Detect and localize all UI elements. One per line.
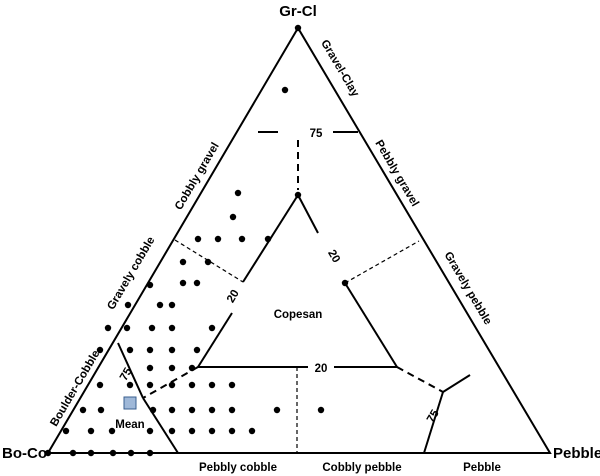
sample-point: [248, 427, 256, 435]
tick-label-right-20: 20: [325, 248, 342, 265]
sample-point: [124, 301, 132, 309]
sample-point: [264, 235, 272, 243]
sample-point: [97, 406, 105, 414]
tick-label-left-75: 75: [118, 365, 135, 383]
region-label-gravely-cobble: Gravely cobble: [105, 235, 157, 312]
sample-point: [96, 381, 104, 389]
region-label-cobbly-pebble: Cobbly pebble: [322, 462, 401, 474]
sample-point: [168, 346, 176, 354]
inner-line-lower-left: [197, 312, 233, 368]
sample-point: [208, 381, 216, 389]
sample-point: [123, 324, 131, 332]
sample-point: [148, 324, 156, 332]
sample-point: [69, 449, 77, 457]
sample-point: [234, 189, 242, 197]
sample-point: [273, 406, 281, 414]
sample-point: [208, 427, 216, 435]
line-75-left-tick: [117, 342, 144, 399]
sample-point: [146, 364, 154, 372]
sample-point: [193, 346, 201, 354]
sample-point: [179, 258, 187, 266]
line-75-right-tick-lower: [423, 391, 444, 454]
sample-point: [168, 324, 176, 332]
region-label-copesan: Copesan: [274, 309, 323, 321]
sample-point: [146, 281, 154, 289]
sample-point: [228, 427, 236, 435]
sample-point: [149, 406, 157, 414]
sample-point: [79, 406, 87, 414]
sample-point: [228, 406, 236, 414]
tick-label-top-75: 75: [310, 128, 323, 140]
tick-label-right-75: 75: [425, 407, 442, 425]
region-label-pebbly-cobble: Pebbly cobble: [199, 462, 277, 474]
sample-point: [126, 346, 134, 354]
sample-point: [317, 406, 325, 414]
sample-point: [156, 301, 164, 309]
line-lower-left-divider: [142, 397, 179, 454]
sample-point: [87, 427, 95, 435]
sample-point: [188, 427, 196, 435]
sample-point: [188, 406, 196, 414]
sample-point: [208, 324, 216, 332]
sample-point: [204, 258, 212, 266]
sample-point: [168, 364, 176, 372]
sample-point: [96, 346, 104, 354]
region-label-boulder-cobble: Boulder-Cobble: [48, 348, 102, 428]
sample-point: [127, 449, 135, 457]
dashed-line-right-upper: [344, 240, 420, 284]
sample-point: [168, 427, 176, 435]
sample-point: [281, 86, 289, 94]
sample-point: [168, 406, 176, 414]
line-75-right-tick-upper: [442, 374, 471, 393]
sample-point: [87, 449, 95, 457]
sample-point: [214, 235, 222, 243]
sample-point: [168, 381, 176, 389]
sample-point: [229, 213, 237, 221]
dashed-line-left-upper: [174, 239, 244, 283]
sample-points: [44, 24, 349, 457]
sample-point: [238, 235, 246, 243]
sample-point: [44, 449, 52, 457]
sample-point: [188, 381, 196, 389]
tick-label-left-20: 20: [225, 288, 242, 305]
sample-point: [108, 427, 116, 435]
sample-point: [62, 427, 70, 435]
sample-point: [188, 364, 196, 372]
sample-point: [109, 449, 117, 457]
sample-point: [104, 324, 112, 332]
sample-point: [146, 449, 154, 457]
sample-point: [126, 381, 134, 389]
corner-label-top: Gr-Cl: [279, 3, 317, 20]
sample-point: [179, 279, 187, 287]
sample-point: [208, 406, 216, 414]
sample-point: [146, 381, 154, 389]
sample-point: [146, 427, 154, 435]
region-label-pebble: Pebble: [463, 462, 501, 474]
dashed-line-right-lower: [396, 366, 444, 393]
sample-point: [168, 301, 176, 309]
sample-point: [146, 346, 154, 354]
region-label-pebbly-gravel: Pebbly gravel: [372, 138, 420, 209]
inner-line-upper-right: [297, 194, 319, 234]
corner-label-right: Pebble: [553, 445, 600, 462]
sample-point: [193, 279, 201, 287]
inner-line-lower-right: [344, 282, 398, 368]
ternary-triangle-outline: [46, 26, 552, 454]
region-label-cobbly-gravel: Cobbly gravel: [173, 141, 222, 213]
dashed-line-left-mean: [142, 366, 199, 399]
mean-label: Mean: [115, 419, 144, 431]
mean-marker: [123, 396, 137, 410]
tick-label-mid-20: 20: [315, 363, 328, 375]
sample-point: [294, 24, 302, 32]
sample-point: [194, 235, 202, 243]
corner-label-left: Bo-Co: [2, 445, 47, 462]
sample-point: [341, 279, 349, 287]
sample-point: [294, 191, 302, 199]
sample-point: [228, 381, 236, 389]
region-label-gravel-clay: Gravel-Clay: [318, 38, 361, 100]
